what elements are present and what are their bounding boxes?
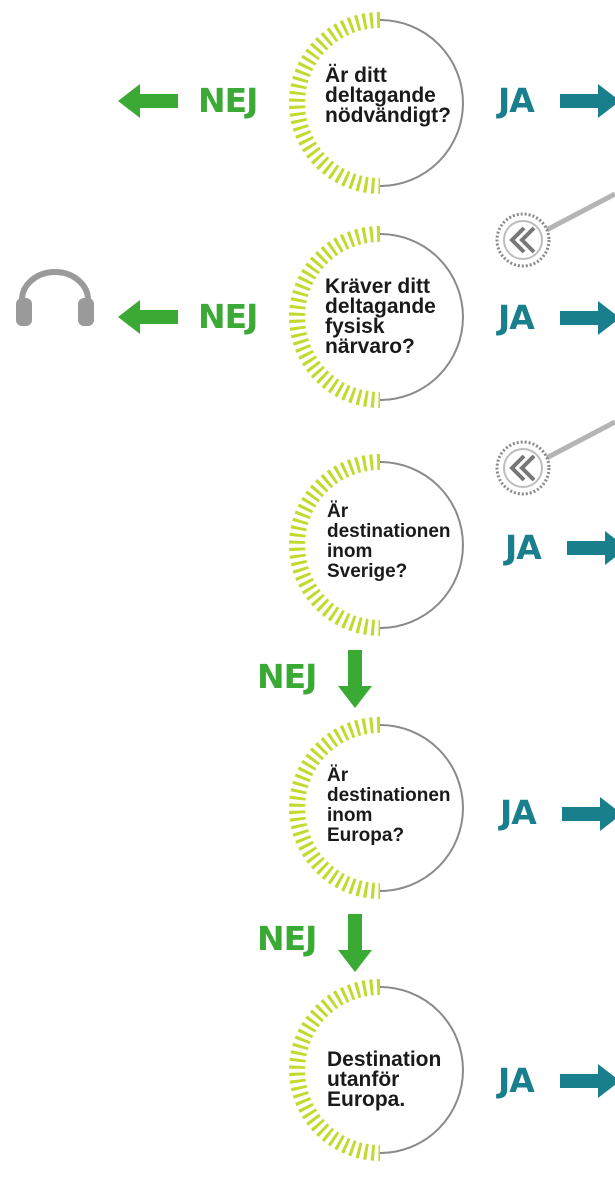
rewind-badge-icon	[495, 191, 615, 268]
question-ring	[289, 717, 464, 899]
arrow-left-icon	[118, 300, 178, 334]
yes-label: JA	[498, 1061, 535, 1100]
arrow-right-icon	[560, 1064, 615, 1098]
yes-label: JA	[498, 81, 535, 120]
headphones-icon	[16, 269, 94, 326]
question-text: Är destinationen inom Sverige?	[327, 501, 451, 582]
rewind-badge-icon	[495, 419, 615, 496]
question-ring	[289, 979, 464, 1161]
question-node: Är destinationen inom Europa?	[285, 713, 475, 903]
question-ring	[289, 226, 464, 408]
question-node: Kräver ditt deltagande fysisk närvaro?	[285, 222, 475, 412]
question-ring	[289, 454, 464, 636]
no-label: NEJ	[198, 81, 258, 120]
arrow-down-icon	[338, 914, 372, 972]
question-node: Destination utanför Europa.	[285, 975, 475, 1165]
arrow-down-icon	[338, 650, 372, 708]
yes-label: JA	[500, 793, 537, 832]
yes-label: JA	[505, 528, 542, 567]
no-label: NEJ	[257, 919, 317, 958]
question-ring	[289, 12, 464, 194]
no-label: NEJ	[198, 297, 258, 336]
arrow-right-icon	[560, 301, 615, 335]
question-text: Kräver ditt deltagande fysisk närvaro?	[325, 275, 436, 358]
question-text: Destination utanför Europa.	[327, 1048, 442, 1111]
yes-label: JA	[498, 298, 535, 337]
no-label: NEJ	[257, 657, 317, 696]
arrow-right-icon	[567, 531, 615, 565]
question-node: Är ditt deltagande nödvändigt?	[285, 8, 475, 198]
question-text: Är ditt deltagande nödvändigt?	[325, 64, 451, 127]
arrow-right-icon	[562, 797, 615, 831]
arrow-left-icon	[118, 84, 178, 118]
arrow-right-icon	[560, 84, 615, 118]
question-node: Är destinationen inom Sverige?	[285, 450, 475, 640]
question-text: Är destinationen inom Europa?	[327, 765, 451, 846]
